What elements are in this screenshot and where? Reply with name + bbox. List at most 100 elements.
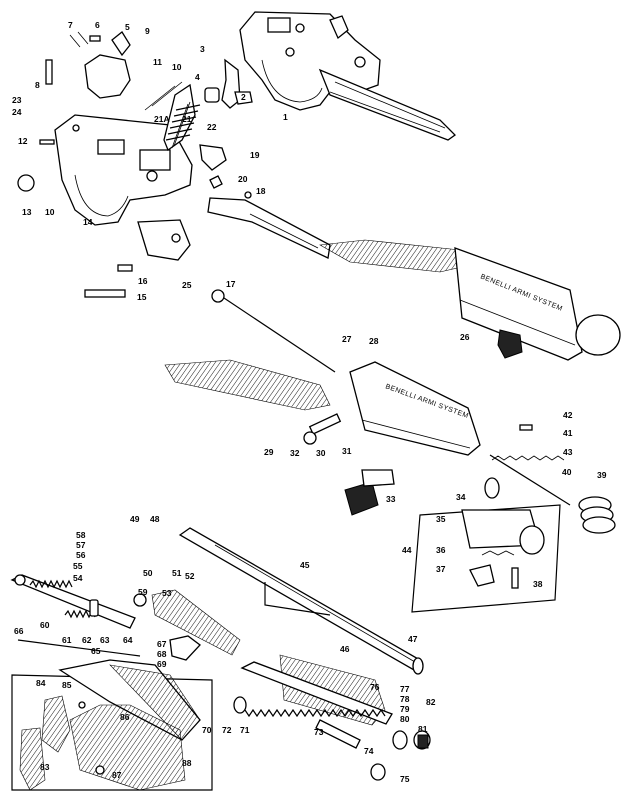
callout-65: 65 [91, 646, 101, 656]
callout-61: 61 [62, 635, 72, 645]
callout-81: 81 [418, 724, 428, 734]
callout-67: 67 [157, 639, 167, 649]
callout-57: 57 [76, 540, 86, 550]
callout-11: 11 [153, 57, 162, 67]
callout-84: 84 [36, 678, 46, 688]
callout-4: 4 [195, 72, 200, 82]
callout-87: 87 [112, 770, 122, 780]
callout-76: 76 [370, 682, 380, 692]
callout-14: 14 [83, 217, 93, 227]
callout-56: 56 [76, 550, 86, 560]
callout-labels: 1 2 3 4 5 6 7 8 9 10 10 11 12 13 14 15 1… [12, 20, 607, 784]
callout-47: 47 [408, 634, 418, 644]
callout-70: 70 [202, 725, 212, 735]
callout-64: 64 [123, 635, 133, 645]
callout-58: 58 [76, 530, 86, 540]
callout-2: 2 [241, 92, 246, 102]
callout-21a: 21A [154, 114, 170, 124]
magazine-tube-assembly [10, 574, 147, 657]
callout-29: 29 [264, 447, 274, 457]
callout-62: 62 [82, 635, 92, 645]
callout-86: 86 [120, 712, 130, 722]
callout-8: 8 [35, 80, 40, 90]
callout-5: 5 [125, 22, 130, 32]
callout-41: 41 [563, 428, 573, 438]
callout-10a: 10 [172, 62, 182, 72]
callout-43: 43 [563, 447, 573, 457]
callout-51: 51 [172, 568, 182, 578]
callout-6: 6 [95, 20, 100, 30]
bolt-carrier-upper: BENELLI ARMI SYSTEM [319, 239, 621, 361]
callout-63: 63 [100, 635, 110, 645]
callout-69: 69 [157, 659, 167, 669]
callout-28: 28 [369, 336, 379, 346]
bolt-detail-box [411, 424, 616, 613]
callout-85: 85 [62, 680, 72, 690]
callout-33: 33 [386, 494, 396, 504]
callout-20: 20 [238, 174, 248, 184]
callout-39: 39 [597, 470, 607, 480]
callout-10b: 10 [45, 207, 55, 217]
callout-66: 66 [14, 626, 24, 636]
disconnector-and-links [84, 191, 331, 298]
callout-22: 22 [207, 122, 217, 132]
callout-31: 31 [342, 446, 352, 456]
callout-74: 74 [364, 746, 374, 756]
callout-80: 80 [400, 714, 410, 724]
callout-27: 27 [342, 334, 352, 344]
callout-16: 16 [138, 276, 148, 286]
buttstock [11, 659, 213, 791]
callout-88: 88 [182, 758, 192, 768]
forend [151, 589, 241, 661]
forend-wood-and-cap [233, 654, 431, 781]
callout-15: 15 [137, 292, 147, 302]
callout-54: 54 [73, 573, 83, 583]
callout-30: 30 [316, 448, 326, 458]
callout-72: 72 [222, 725, 232, 735]
callout-68: 68 [157, 649, 167, 659]
callout-26: 26 [460, 332, 470, 342]
callout-36: 36 [436, 545, 446, 555]
callout-1: 1 [283, 112, 288, 122]
callout-37: 37 [436, 564, 446, 574]
callout-13: 13 [22, 207, 32, 217]
trigger-group-assembly [239, 11, 457, 141]
callout-75: 75 [400, 774, 410, 784]
bolt-carrier-lower: BENELLI ARMI SYSTEM [164, 289, 481, 516]
callout-9: 9 [145, 26, 150, 36]
callout-50: 50 [143, 568, 153, 578]
callout-24: 24 [12, 107, 22, 117]
callout-59: 59 [138, 587, 148, 597]
callout-82: 82 [426, 697, 436, 707]
callout-83: 83 [40, 762, 50, 772]
callout-23: 23 [12, 95, 22, 105]
callout-25: 25 [182, 280, 192, 290]
callout-77: 77 [400, 684, 410, 694]
callout-7: 7 [68, 20, 73, 30]
callout-53: 53 [162, 588, 172, 598]
callout-44: 44 [402, 545, 412, 555]
callout-78: 78 [400, 694, 410, 704]
callout-48: 48 [150, 514, 160, 524]
callout-21: 21 [182, 114, 192, 124]
callout-52: 52 [185, 571, 195, 581]
callout-12: 12 [18, 136, 28, 146]
callout-73: 73 [314, 727, 324, 737]
callout-60: 60 [40, 620, 50, 630]
barrel [178, 527, 424, 675]
callout-49: 49 [130, 514, 140, 524]
callout-32: 32 [290, 448, 300, 458]
hammer-and-springs [17, 31, 253, 192]
callout-34: 34 [456, 492, 466, 502]
callout-79: 79 [400, 704, 410, 714]
callout-55: 55 [73, 561, 83, 571]
callout-45: 45 [300, 560, 310, 570]
callout-18: 18 [256, 186, 266, 196]
callout-71: 71 [240, 725, 250, 735]
callout-3: 3 [200, 44, 205, 54]
callout-46: 46 [340, 644, 350, 654]
callout-17: 17 [226, 279, 236, 289]
callout-19: 19 [250, 150, 260, 160]
callout-40: 40 [562, 467, 572, 477]
